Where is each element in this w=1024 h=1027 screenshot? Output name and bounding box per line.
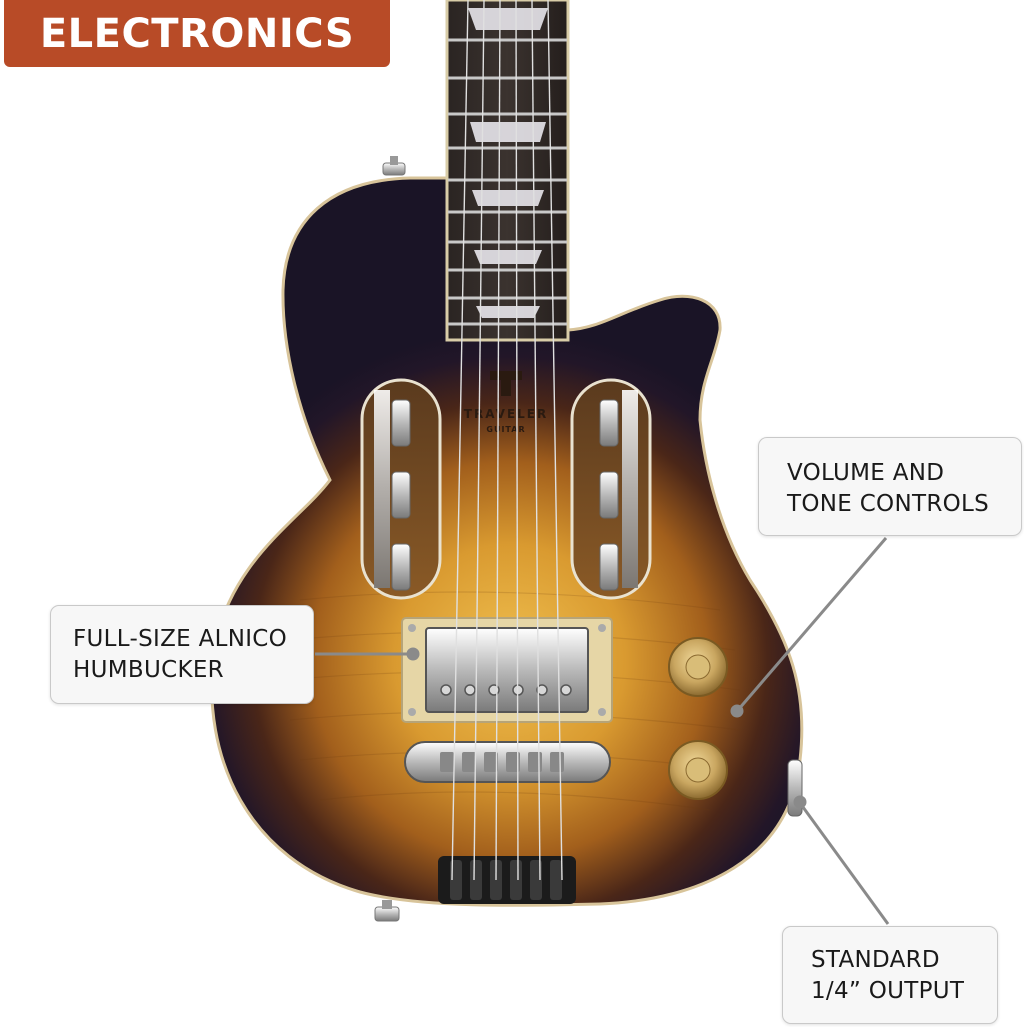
bridge xyxy=(404,741,611,783)
callout-humbucker-line1: FULL-SIZE ALNICO xyxy=(73,626,288,652)
leader-line-output xyxy=(798,802,890,925)
callout-output: STANDARD 1/4” OUTPUT xyxy=(782,926,998,1024)
strap-button-bottom xyxy=(374,900,400,922)
humbucker-pickup xyxy=(401,617,613,723)
guitar-body xyxy=(210,176,804,907)
leader-line-volume xyxy=(736,537,888,711)
fret-inlays xyxy=(468,8,548,318)
tuner-slot-right xyxy=(570,378,652,600)
callout-volume-tone-controls: VOLUME AND TONE CONTROLS xyxy=(758,437,1022,536)
frets xyxy=(448,38,567,326)
callout-volume-line2: TONE CONTROLS xyxy=(787,491,990,517)
logo-text: TRAVELER xyxy=(464,407,548,421)
strap-button-top xyxy=(382,156,406,176)
tone-knob xyxy=(668,740,728,800)
logo-subtext: GUITAR xyxy=(486,425,525,434)
callout-humbucker-line2: HUMBUCKER xyxy=(73,657,224,683)
volume-knob xyxy=(668,637,728,697)
banner-title: ELECTRONICS xyxy=(39,10,355,57)
callout-humbucker: FULL-SIZE ALNICO HUMBUCKER xyxy=(50,605,314,704)
section-banner: ELECTRONICS xyxy=(4,0,390,67)
callout-volume-line1: VOLUME AND xyxy=(787,460,945,486)
tailpiece xyxy=(438,856,576,904)
callout-output-line2: 1/4” OUTPUT xyxy=(811,978,965,1004)
strings xyxy=(451,0,563,881)
callout-output-line1: STANDARD xyxy=(811,947,940,973)
tuner-slot-left xyxy=(360,378,442,600)
